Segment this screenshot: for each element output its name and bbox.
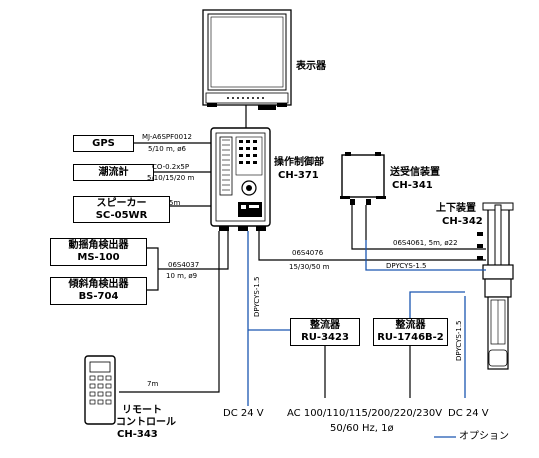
motion-sensor-box: 動揺角検出器 MS-100 [50,238,147,266]
main-cable-length: 15/30/50 m [289,263,330,271]
rectifier-1-box: 整流器 RU-3423 [290,318,360,346]
remote-drawing [84,355,116,425]
speaker-name: スピーカー [96,197,147,209]
current-cable-length: 5/10/15/20 m [147,174,195,182]
rectifier-2-box: 整流器 RU-1746B-2 [373,318,448,346]
gps-name: GPS [92,137,115,149]
dpycys-horizontal: DPYCYS-1.5 [386,262,427,270]
rectifier-1-name: 整流器 [310,320,340,331]
dpycys-vertical-2: DPYCYS-1.5 [455,320,463,362]
hoist-label-name: 上下装置 [436,203,476,214]
dpycys-vertical-1: DPYCYS-1.5 [253,276,261,318]
rectifier-2-name: 整流器 [395,320,426,331]
motion-sensor-model: MS-100 [77,252,120,263]
motion-sensor-name: 動揺角検出器 [68,240,129,251]
transceiver-label-name: 送受信装置 [390,167,440,178]
remote-cable-length: 7m [147,380,159,388]
operation-label-model: CH-371 [278,170,319,181]
gps-box: GPS [73,135,134,152]
power-ac-voltage: AC 100/110/115/200/220/230V [287,408,443,419]
power-dc-right: DC 24 V [448,408,489,419]
remote-label-1: リモート [122,405,162,416]
sensor-cable-type: 06S4037 [168,261,200,269]
transceiver-cable: 06S4061, 5m, ø22 [393,239,458,247]
current-cable-type: CO-0.2x5P [152,163,190,171]
speaker-cable-length: 5m [169,199,181,207]
remote-label-2: コントロール [116,417,176,428]
display-label: 表示器 [296,61,326,72]
current-meter-box: 潮流計 [73,164,154,181]
main-cable-type: 06S4076 [292,249,324,257]
rectifier-1-model: RU-3423 [301,332,349,343]
tilt-sensor-box: 傾斜角検出器 BS-704 [50,277,147,305]
current-meter-name: 潮流計 [98,166,129,178]
black-cables [119,105,486,398]
sensor-cable-length: 10 m, ø9 [166,272,198,280]
rectifier-2-model: RU-1746B-2 [377,332,444,343]
remote-label-3: CH-343 [117,429,158,440]
power-ac-frequency: 50/60 Hz, 1ø [330,423,394,434]
hoist-label-model: CH-342 [442,216,483,227]
tilt-sensor-name: 傾斜角検出器 [68,279,129,290]
operation-label-name: 操作制御部 [274,157,324,168]
gps-cable-length: 5/10 m, ø6 [148,145,186,153]
transceiver-drawing [340,152,386,205]
tilt-sensor-model: BS-704 [78,291,119,302]
speaker-box: スピーカー SC-05WR [73,196,170,223]
transceiver-label-model: CH-341 [392,180,433,191]
gps-cable-type: MJ-A6SPF0012 [142,133,192,141]
power-dc-left: DC 24 V [223,408,264,419]
legend-option-label: オプション [459,431,509,442]
option-cables [247,231,486,438]
operation-unit-drawing [210,127,271,231]
display-unit-drawing [202,9,292,110]
hoist-unit-drawing [477,202,514,370]
speaker-model: SC-05WR [95,209,148,221]
